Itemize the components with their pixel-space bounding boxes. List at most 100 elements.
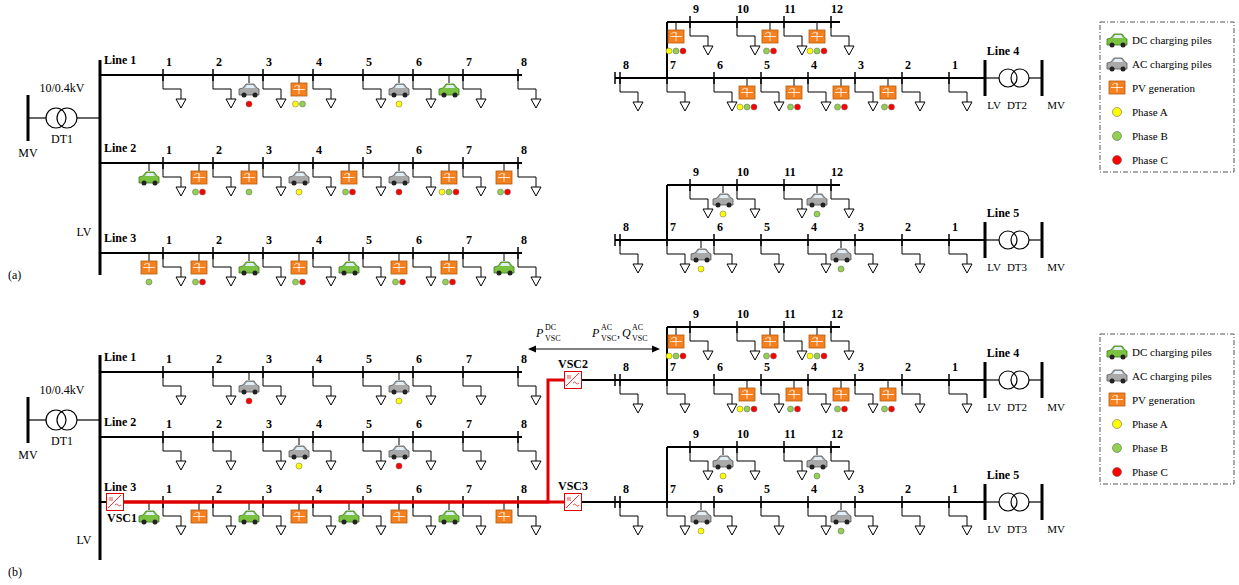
bus-number: 1: [166, 353, 172, 365]
pv-grid: [193, 173, 205, 182]
phase-dot: [838, 528, 844, 534]
pv-generation-icon: [341, 171, 357, 184]
pv-panel: [762, 30, 778, 43]
legend-swatch: [1113, 132, 1122, 141]
phase-dot: [673, 48, 679, 54]
mv-busbar: [1041, 484, 1044, 520]
load-arrow: [176, 461, 186, 470]
phase-dot: [751, 104, 757, 110]
load-wire: [518, 502, 536, 526]
pv-roof: [394, 263, 400, 265]
legend-text: Phase B: [1132, 131, 1168, 142]
pv-grid: [764, 32, 776, 41]
phase-dot: [882, 406, 888, 412]
car-wheel: [242, 93, 247, 98]
wire: [1029, 239, 1042, 240]
pv-generation-icon: [391, 261, 407, 274]
load-wire: [949, 502, 967, 526]
pv-generation-icon: [1109, 393, 1125, 406]
bus-number: 8: [623, 221, 629, 233]
load-arrow: [821, 526, 831, 535]
load-wire: [213, 163, 231, 187]
line-name: Line 2: [104, 416, 136, 428]
bus-label: LV: [987, 402, 1001, 413]
phase-dot: [821, 353, 827, 359]
bus-number: 10: [737, 308, 749, 320]
dc-charging-pile-icon: [439, 511, 459, 525]
ac-charging-pile-icon: [807, 456, 827, 470]
load-arrow: [376, 277, 386, 286]
bus-number: 8: [521, 353, 527, 365]
load-arrow: [226, 396, 236, 405]
pv-roof: [444, 263, 450, 265]
pv-grid: [393, 512, 405, 521]
car-wheel: [821, 203, 826, 208]
load-wire: [518, 75, 536, 99]
device-wire: [449, 75, 450, 83]
bus-number: 5: [764, 483, 770, 495]
phase-dot: [293, 101, 299, 107]
phase-dot: [343, 189, 349, 195]
device-wire: [449, 163, 450, 171]
ac-link: [582, 501, 615, 503]
load-arrow: [703, 351, 713, 360]
load-arrow: [426, 277, 436, 286]
bus-number: 8: [521, 418, 527, 430]
bus-number: 3: [858, 483, 864, 495]
car-window: [719, 457, 729, 460]
phase-dot: [771, 48, 777, 54]
lv-busbar: [99, 60, 102, 275]
car-window: [813, 457, 823, 460]
phase-dot: [396, 398, 402, 404]
load-wire: [855, 502, 873, 526]
car-window: [245, 85, 255, 88]
pv-roof: [883, 88, 889, 90]
car-wheel: [403, 181, 408, 186]
bus-number: 11: [784, 428, 795, 440]
device-wire: [299, 253, 300, 261]
pv-grid: [498, 512, 510, 521]
load-wire: [667, 502, 685, 526]
pv-roof: [836, 88, 842, 90]
pv-generation-icon: [833, 388, 849, 401]
load-wire: [413, 75, 431, 99]
pv-generation-icon: [191, 171, 207, 184]
car-wheel: [716, 465, 721, 470]
bus-number: 7: [466, 234, 472, 246]
bus-number: 6: [717, 361, 723, 373]
pv-panel: [341, 171, 357, 184]
line-name: Line 2: [104, 142, 136, 154]
device-wire: [817, 185, 818, 193]
legend-swatch: [1113, 468, 1122, 477]
phase-dot: [889, 104, 895, 110]
pv-grid: [741, 88, 753, 97]
converter-box: VSC2: [564, 371, 582, 389]
load-wire: [263, 253, 281, 277]
bus-number: 6: [416, 234, 422, 246]
phase-dot: [795, 406, 801, 412]
bus-number: 8: [521, 144, 527, 156]
load-arrow: [476, 99, 486, 108]
device-wire: [399, 75, 400, 83]
load-arrow: [844, 471, 854, 480]
phase-dot: [439, 189, 445, 195]
feeder-line: [615, 379, 985, 381]
device-wire: [701, 502, 702, 510]
pv-generation-icon: [809, 335, 825, 348]
phase-dot: [814, 211, 820, 217]
pv-generation-icon: [1109, 81, 1125, 94]
phase-dot: [744, 104, 750, 110]
bus-number: 9: [693, 428, 699, 440]
phase-dot: [807, 48, 813, 54]
pv-generation-icon: [762, 335, 778, 348]
car-wheel: [253, 271, 258, 276]
phase-dot: [498, 189, 504, 195]
car-wheel: [442, 93, 447, 98]
load-arrow: [226, 277, 236, 286]
device-wire: [299, 437, 300, 445]
load-wire: [855, 380, 873, 404]
load-wire: [902, 380, 920, 404]
bus-number: 2: [905, 221, 911, 233]
device-wire: [794, 78, 795, 86]
legend-text: DC charging piles: [1132, 35, 1212, 46]
